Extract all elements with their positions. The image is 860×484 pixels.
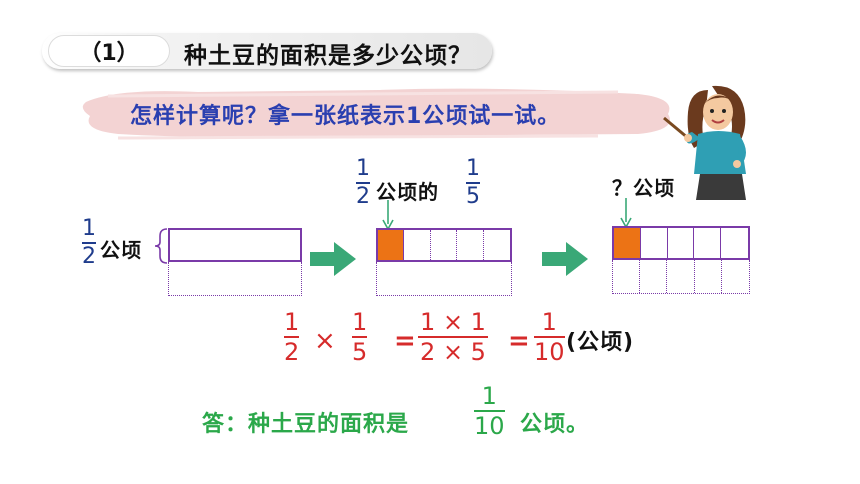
strip-cell <box>457 230 484 260</box>
fraction-denominator: 2 <box>82 244 96 269</box>
eq-fraction-1: 1 2 <box>284 308 300 366</box>
strip-cell <box>431 230 458 260</box>
fraction-denominator: 2 × 5 <box>420 338 486 366</box>
fraction-numerator: 1 <box>541 308 557 336</box>
question-text: 种土豆的面积是多少公顷？ <box>184 43 472 69</box>
strip-cell <box>641 228 668 258</box>
strip-cell <box>640 260 668 293</box>
question-number-tab: （1） <box>48 35 170 67</box>
fraction-denominator: 10 <box>534 338 565 366</box>
fraction-numerator: 1 × 1 <box>420 308 486 336</box>
equals-sign-1: = <box>394 326 416 356</box>
answer-prefix: 答：种土豆的面积是 <box>202 412 410 437</box>
right-arrow-1 <box>310 242 356 276</box>
fraction-denominator: 10 <box>474 412 505 440</box>
question-banner: （1） 种土豆的面积是多少公顷？ <box>42 33 492 69</box>
fraction-numerator: 1 <box>356 156 370 181</box>
fraction-numerator: 1 <box>466 156 480 181</box>
answer-fraction: 1 10 <box>474 384 505 438</box>
eq-fraction-4: 1 10 <box>534 310 565 364</box>
strip-cell <box>694 228 722 258</box>
unknown-hectare-label: ？公顷 <box>612 176 675 200</box>
other-half-left <box>168 262 302 296</box>
fifths-strip-mid <box>376 228 512 262</box>
fraction-one-fifth-mid: 1 5 <box>466 158 480 208</box>
eq-fraction-2: 1 5 <box>352 308 368 366</box>
strip-cell <box>722 260 749 293</box>
strip-cell <box>484 230 510 260</box>
fraction-denominator: 5 <box>352 338 368 366</box>
shaded-part <box>614 228 641 258</box>
strip-cell <box>668 228 695 258</box>
fraction-denominator: 5 <box>466 184 480 209</box>
fraction-denominator: 2 <box>356 184 370 209</box>
answer-suffix: 公顷。 <box>520 412 590 437</box>
times-sign: × <box>314 326 336 356</box>
fraction-numerator: 1 <box>284 308 300 336</box>
shaded-part <box>378 230 405 260</box>
strip-cell <box>667 260 695 293</box>
hectare-of-label: 公顷的 <box>376 180 439 204</box>
fraction-numerator: 1 <box>82 216 96 241</box>
hectare-label-left: 公顷 <box>100 238 142 262</box>
pointer-arrow-mid <box>382 200 394 230</box>
strip-cell <box>404 230 431 260</box>
equals-sign-2: = <box>508 326 530 356</box>
fraction-one-half-mid: 1 2 <box>356 158 370 208</box>
teacher-illustration <box>663 85 746 200</box>
strip-cell <box>695 260 722 293</box>
hectare-unit-paren: (公顷) <box>566 330 635 355</box>
prompt-banner-brush <box>82 88 671 140</box>
question-number: （1） <box>79 41 139 66</box>
fraction-one-half-left: 1 2 <box>82 218 96 268</box>
prompt-text: 怎样计算呢？拿一张纸表示1公顷试一试。 <box>130 104 561 129</box>
pointer-arrow-right <box>620 198 632 228</box>
half-strip-left <box>168 228 302 262</box>
other-half-mid <box>376 262 512 296</box>
eq-fraction-3: 1 × 1 2 × 5 <box>418 310 488 364</box>
fifths-strip-right <box>612 226 750 260</box>
curly-brace <box>154 228 168 264</box>
lower-half-right <box>612 260 750 294</box>
fraction-numerator: 1 <box>352 308 368 336</box>
fraction-numerator: 1 <box>481 382 497 410</box>
right-arrow-2 <box>542 242 588 276</box>
strip-cell <box>613 260 641 293</box>
strip-cell <box>721 228 748 258</box>
fraction-denominator: 2 <box>284 338 300 366</box>
